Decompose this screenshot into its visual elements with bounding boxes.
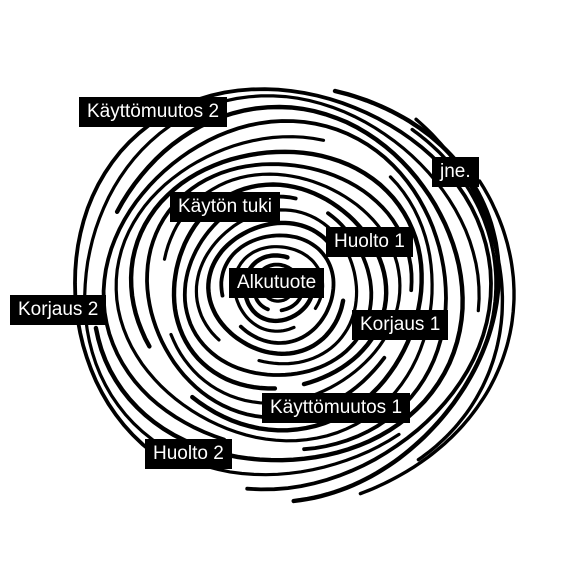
spiral-tail-arc bbox=[358, 179, 516, 496]
spiral-arc bbox=[73, 87, 493, 492]
label-kaytton-tuki: Käytön tuki bbox=[170, 192, 280, 222]
label-alkutuote: Alkutuote bbox=[229, 268, 325, 298]
label-korjaus-2: Korjaus 2 bbox=[10, 295, 107, 325]
label-kayttomuutos-1: Käyttömuutos 1 bbox=[262, 393, 411, 423]
label-jne: jne. bbox=[432, 157, 479, 187]
spiral-arc bbox=[242, 253, 315, 324]
spiral-arc bbox=[162, 172, 402, 405]
label-korjaus-1: Korjaus 1 bbox=[352, 310, 449, 340]
spiral-arc bbox=[206, 220, 346, 357]
label-kayttomuutos-2: Käyttömuutos 2 bbox=[79, 97, 228, 127]
spiral-arc bbox=[128, 149, 424, 433]
spiral-arc bbox=[182, 194, 374, 377]
spiral-arc bbox=[83, 94, 481, 477]
spiral-arc bbox=[101, 119, 448, 452]
label-huolto-1: Huolto 1 bbox=[326, 227, 413, 257]
label-huolto-2: Huolto 2 bbox=[145, 439, 232, 469]
spiral-arc bbox=[194, 208, 359, 366]
spiral-arc bbox=[219, 233, 336, 345]
spiral-arc bbox=[291, 88, 501, 504]
